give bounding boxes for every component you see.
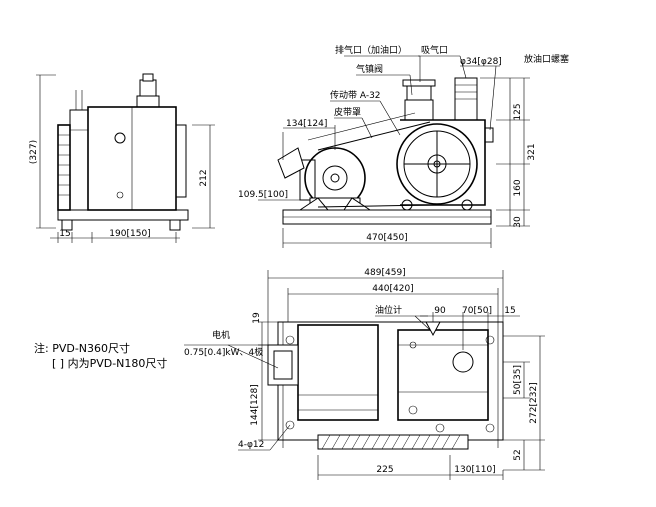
dim-front-134: 134[124] [286, 119, 327, 129]
label-motor-spec: 0.75[0.4]kW、4极 [184, 346, 263, 358]
dim-front-321: 321 [527, 143, 537, 160]
label-motor: 电机 [212, 329, 230, 341]
dim-top-489: 489[459] [364, 268, 405, 278]
note-line-2: [ ] 内为PVD-N180尺寸 [52, 356, 167, 370]
label-drain-plug: 放油口螺塞 [524, 53, 569, 65]
dim-front-125: 125 [513, 103, 523, 120]
dim-top-144: 144[128] [250, 384, 260, 425]
dim-top-225: 225 [376, 465, 393, 475]
front-view: 排气口（加油口） 吸气口 φ34[φ28] 放油口螺塞 气镇阀 传动带 A-32… [238, 44, 569, 248]
dim-top-52: 52 [513, 449, 523, 460]
dim-front-160: 160 [513, 179, 523, 196]
note-line-1: 注: PVD-N360尺寸 [34, 341, 130, 355]
dim-top-50: 50[35] [513, 365, 523, 395]
label-belt-cover: 皮带罩 [334, 106, 361, 118]
dim-top-440: 440[420] [372, 284, 413, 294]
dim-top-70: 70[50] [462, 306, 492, 316]
top-view: 489[459] 440[420] 油位计 90 70[50] 15 19 电机… [184, 268, 545, 480]
dim-intake-dia: φ34[φ28] [460, 57, 502, 67]
label-belt: 传动带 A-32 [330, 89, 381, 101]
dim-front-109: 109.5[100] [238, 190, 288, 200]
dim-top-19: 19 [252, 312, 262, 324]
dim-top-90: 90 [434, 306, 446, 316]
dim-top-130: 130[110] [454, 465, 495, 475]
dim-side-height: (327) [29, 140, 39, 164]
dim-top-15: 15 [504, 306, 515, 316]
label-oil-gauge: 油位计 [375, 304, 402, 316]
dim-top-272: 272[232] [529, 382, 539, 423]
side-view: (327) 212 15 190[150] [29, 73, 215, 243]
dim-side-212: 212 [199, 169, 209, 186]
label-gas-ballast-valve: 气镇阀 [356, 63, 383, 75]
label-intake-port: 吸气口 [421, 44, 448, 56]
dim-side-190: 190[150] [109, 229, 150, 239]
dim-side-15: 15 [59, 229, 70, 239]
dim-front-30: 30 [513, 216, 523, 228]
dim-top-holes: 4-φ12 [238, 440, 264, 450]
dim-front-470: 470[450] [366, 233, 407, 243]
notes: 注: PVD-N360尺寸 [ ] 内为PVD-N180尺寸 [34, 341, 167, 370]
label-exhaust-port: 排气口（加油口） [335, 44, 407, 56]
